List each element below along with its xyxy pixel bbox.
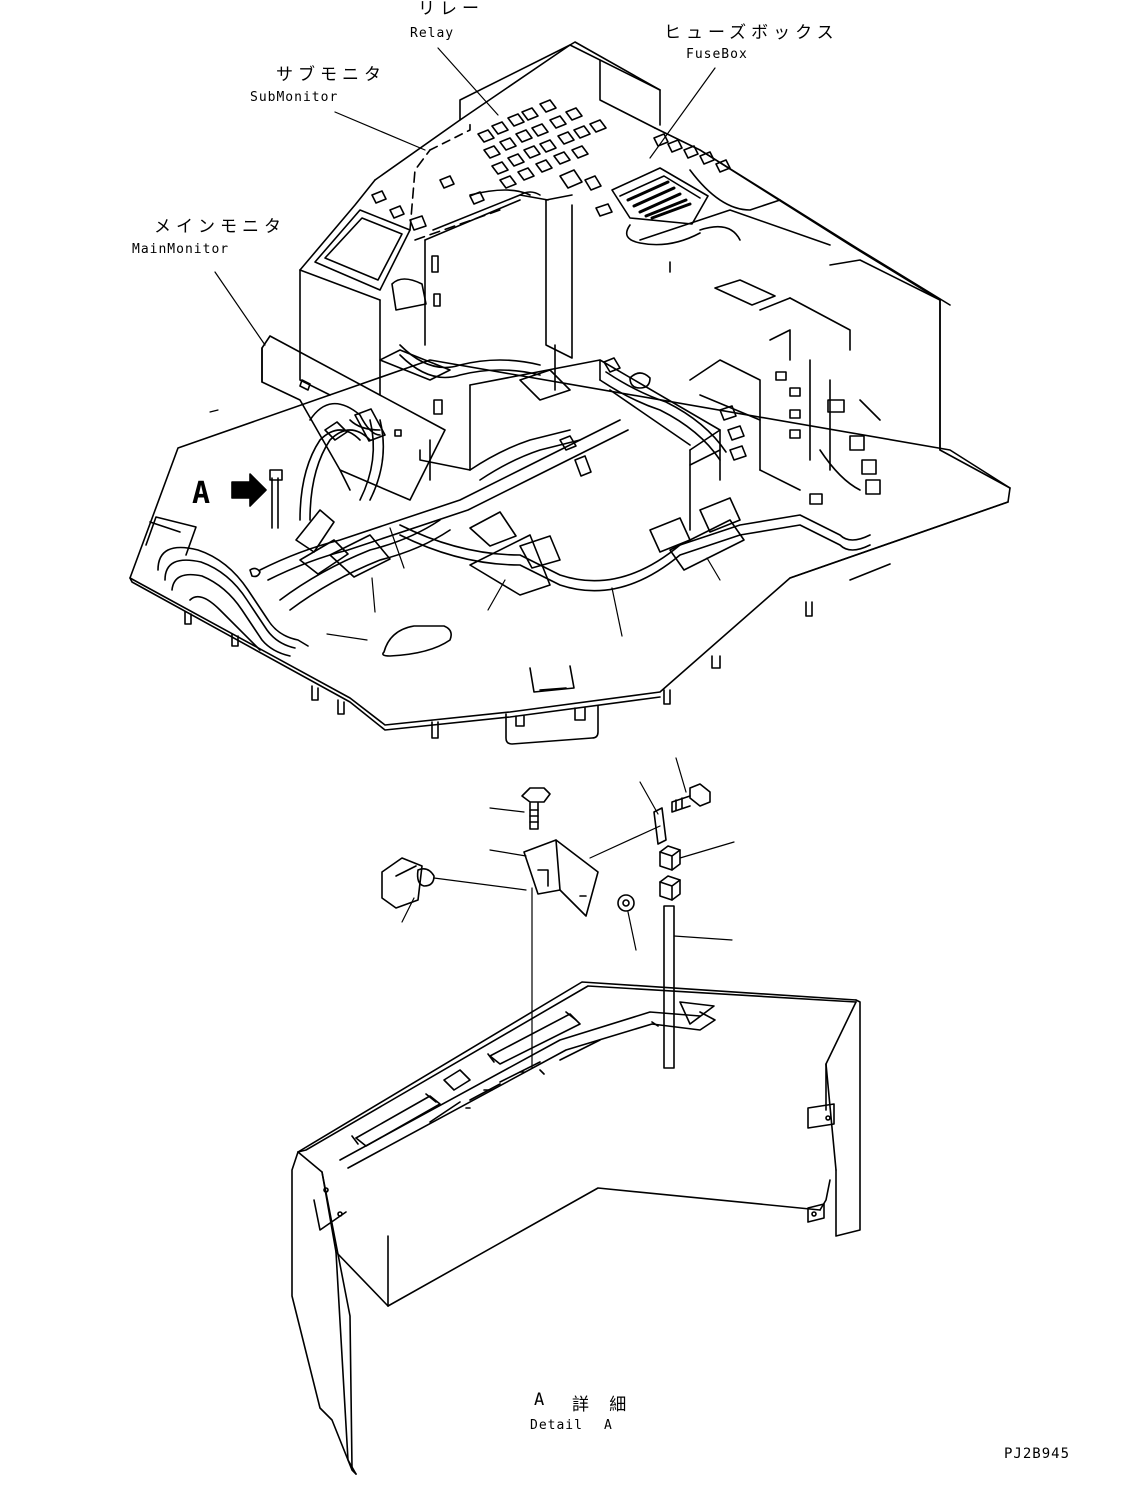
mainmonitor-label-jp: メインモニタ [154, 217, 286, 237]
view-marker-a: A [192, 476, 211, 511]
detail-label-en: Detail [530, 1418, 583, 1433]
view-arrow-icon [231, 473, 267, 507]
sub-monitor [371, 119, 501, 415]
console-frame [299, 41, 1011, 531]
mainmonitor-label-en: MainMonitor [132, 242, 230, 257]
floor-plate [129, 359, 1011, 745]
main-monitor [261, 335, 446, 501]
detail-a-hardware [381, 757, 735, 1069]
wiring-harness [145, 344, 881, 657]
submonitor-label-jp: サブモニタ [276, 65, 386, 85]
relay-label-en: Relay [410, 26, 455, 41]
relay-label-jp: リレー [418, 0, 484, 19]
detail-a-letter-en: A [604, 1418, 613, 1433]
detail-label-jp: 詳 細 [572, 1395, 632, 1415]
detail-a-letter-jp: A [534, 1390, 550, 1410]
drawing-code: PJ2B945 [1004, 1446, 1071, 1462]
submonitor-label-en: SubMonitor [250, 90, 339, 105]
leader-lines [209, 47, 721, 641]
fusebox-label-en: FuseBox [686, 47, 748, 62]
fuse-box [595, 133, 781, 246]
console-cover [291, 981, 861, 1475]
relay-cluster [469, 99, 607, 196]
fusebox-label-jp: ヒューズボックス [664, 23, 839, 43]
